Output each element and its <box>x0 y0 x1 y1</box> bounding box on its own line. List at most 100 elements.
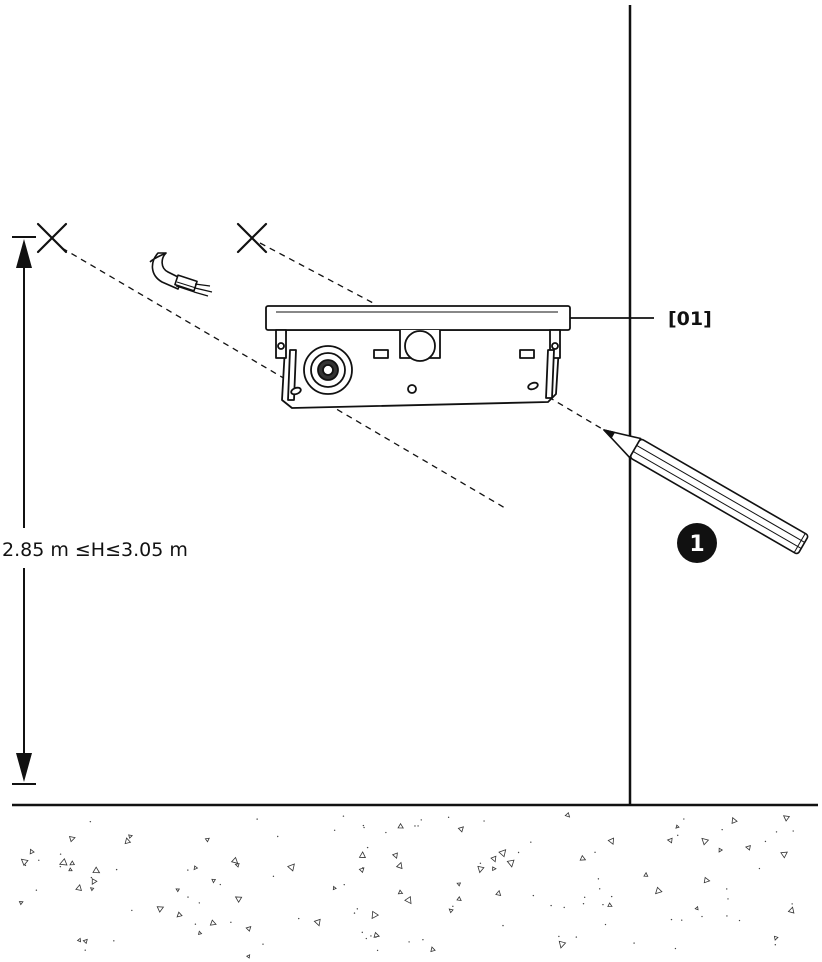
aggregate-dot <box>447 816 450 819</box>
aggregate-dot <box>517 851 520 854</box>
aggregate-dot <box>187 896 189 898</box>
aggregate-dot <box>363 826 365 829</box>
aggregate-dot <box>563 906 565 909</box>
aggregate-stone <box>495 889 502 897</box>
aggregate-dot <box>758 867 761 870</box>
aggregate-stone <box>456 882 462 887</box>
part-ref-label: [01] <box>668 308 712 330</box>
aggregate-dot <box>362 824 365 827</box>
aggregate-dot <box>670 918 673 921</box>
aggregate-stone <box>20 858 29 867</box>
aggregate-dot <box>35 889 38 891</box>
aggregate-stone <box>701 837 710 846</box>
aggregate-stone <box>29 848 35 855</box>
aggregate-stone <box>731 816 738 824</box>
aggregate-dot <box>59 865 62 868</box>
aggregate-stone <box>176 911 183 918</box>
aggregate-stone <box>703 876 711 884</box>
aggregate-dot <box>764 840 767 843</box>
aggregate-dot <box>230 921 232 924</box>
aggregate-dot <box>408 941 410 943</box>
aggregate-dot <box>333 829 336 831</box>
aggregate-dot <box>701 915 703 918</box>
aggregate-stone <box>391 852 398 860</box>
aggregate-dot <box>479 862 482 865</box>
aggregate-dot <box>550 904 552 907</box>
floor-texture <box>18 811 795 959</box>
aggregate-dot <box>113 940 115 942</box>
aggregate-dot <box>59 853 62 855</box>
aggregate-dot <box>452 905 454 908</box>
aggregate-dot <box>376 949 379 952</box>
aggregate-stone <box>82 938 88 945</box>
aggregate-stone <box>564 811 571 818</box>
aggregate-stone <box>607 902 613 907</box>
aggregate-dot <box>530 841 532 843</box>
aggregate-dot <box>683 818 685 820</box>
device-bracket-icon <box>265 305 571 409</box>
aggregate-dot <box>298 917 300 920</box>
aggregate-dot <box>583 896 586 899</box>
aggregate-dot <box>115 868 118 871</box>
aggregate-dot <box>343 883 345 886</box>
aggregate-dot <box>366 846 369 849</box>
aggregate-dot <box>791 903 793 905</box>
arrow-up-icon <box>16 239 32 268</box>
aggregate-dot <box>677 834 679 837</box>
aggregate-stone <box>404 895 412 905</box>
aggregate-stone <box>675 824 680 829</box>
aggregate-stone <box>448 908 454 914</box>
aggregate-stone <box>492 866 497 872</box>
aggregate-stone <box>397 889 404 895</box>
aggregate-dot <box>502 924 504 927</box>
aggregate-stone <box>204 837 210 843</box>
aggregate-stone <box>477 865 485 874</box>
aggregate-dot <box>681 919 683 921</box>
aggregate-stone <box>124 837 132 845</box>
aggregate-dot <box>370 935 372 937</box>
aggregate-stone <box>175 888 180 893</box>
aggregate-dot <box>187 869 189 871</box>
aggregate-dot <box>738 919 741 922</box>
aggregate-dot <box>194 923 197 925</box>
aggregate-stone <box>128 834 134 839</box>
aggregate-stone <box>68 835 76 843</box>
aggregate-stone <box>245 925 252 932</box>
aggregate-dot <box>90 876 93 879</box>
aggregate-dot <box>775 831 778 833</box>
aggregate-stone <box>718 847 724 853</box>
aggregate-dot <box>532 894 535 897</box>
aggregate-dot <box>414 825 416 827</box>
aggregate-stone <box>193 865 199 871</box>
aggregate-dot <box>256 818 258 820</box>
aggregate-dot <box>361 931 363 934</box>
aggregate-stone <box>694 905 699 911</box>
aggregate-dot <box>483 820 485 822</box>
aggregate-stone <box>395 861 403 870</box>
mark-x-icon <box>36 222 68 254</box>
aggregate-stone <box>332 885 337 891</box>
aggregate-dot <box>131 909 133 912</box>
aggregate-dot <box>38 859 40 862</box>
aggregate-dot <box>365 937 368 940</box>
aggregate-dot <box>602 903 604 906</box>
aggregate-dot <box>610 895 613 898</box>
aggregate-dot <box>422 938 424 941</box>
aggregate-stone <box>457 826 464 833</box>
aggregate-stone <box>558 940 567 949</box>
aggregate-stone <box>198 930 203 936</box>
aggregate-dot <box>597 878 600 880</box>
height-dimension <box>12 236 36 785</box>
aggregate-stone <box>230 856 239 864</box>
aggregate-stone <box>358 867 365 874</box>
aggregate-stone <box>579 854 587 861</box>
step-badge-icon: 1 <box>677 523 717 563</box>
aggregate-stone <box>643 871 649 877</box>
aggregate-stone <box>607 837 614 846</box>
aggregate-stone <box>773 935 779 941</box>
step-number: 1 <box>689 532 704 557</box>
aggregate-stone <box>787 906 795 914</box>
aggregate-dot <box>575 936 578 938</box>
aggregate-dot <box>727 898 729 900</box>
aggregate-dot <box>674 947 677 950</box>
